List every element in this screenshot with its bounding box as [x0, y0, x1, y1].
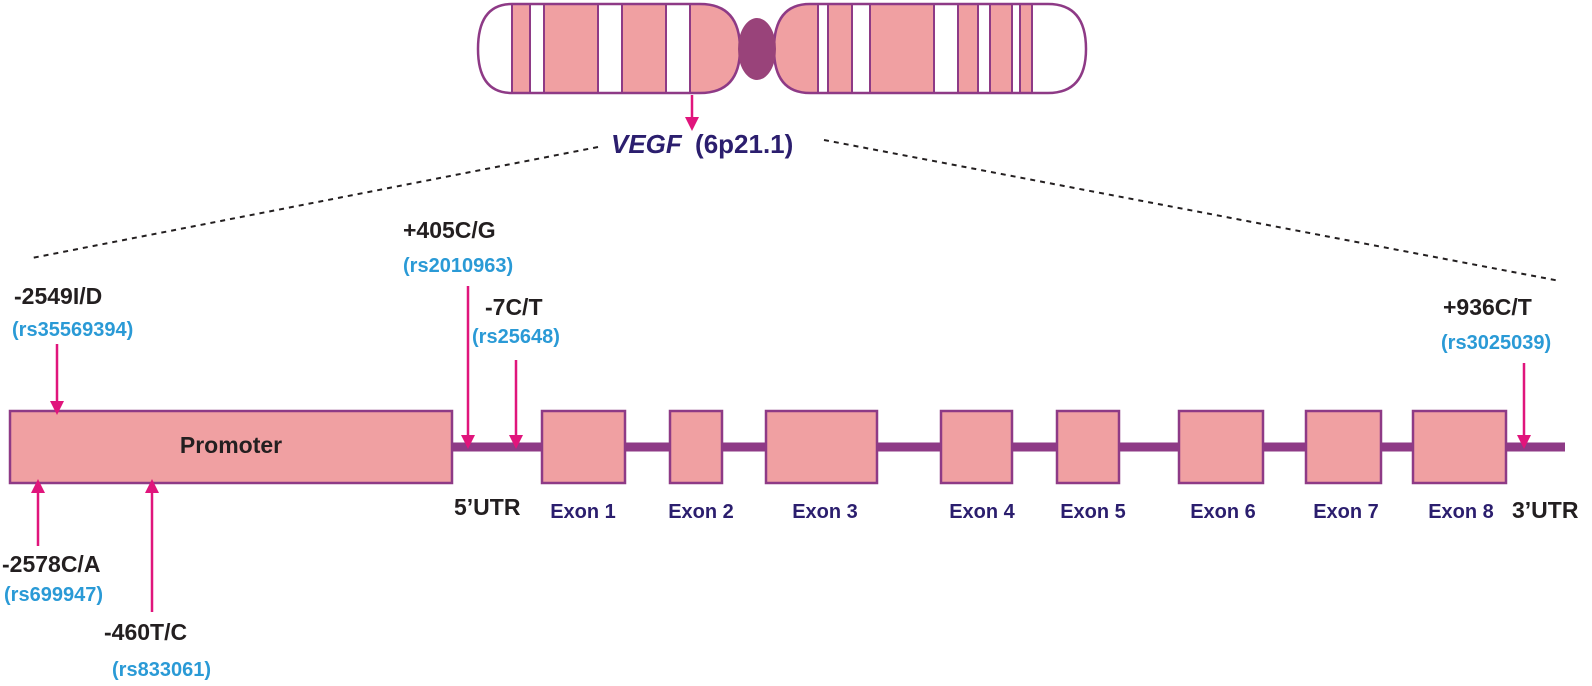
chromosome-p-arm [478, 4, 740, 93]
snp-405-name: +405C/G [403, 217, 496, 243]
snp-7-rs-id: rs25648 [479, 326, 554, 348]
exon-5-label: Exon 5 [1060, 501, 1126, 523]
exon-5-box [1055, 409, 1121, 485]
exon-boxes [540, 409, 1508, 485]
exon-2-box [668, 409, 724, 485]
snp-7-name: -7C/T [485, 294, 543, 320]
utr-3-label: 3’UTR [1512, 497, 1579, 523]
chromosome-ideogram [476, 2, 1088, 95]
utr-5-label: 5’UTR [454, 494, 521, 520]
gene-label: VEGF (6p21.1) [611, 129, 793, 159]
exon-8-label: Exon 8 [1428, 501, 1494, 523]
snp-460-name: -460T/C [104, 619, 187, 645]
snp-460-rs-id: rs833061 [119, 659, 205, 681]
zoom-line-left [31, 146, 599, 259]
snp-2578-rs-id: rs699947 [11, 584, 97, 606]
snp-936-rs-id: rs3025039 [1448, 332, 1545, 354]
snp-460-rs: (rs833061) [112, 659, 211, 681]
exon-8-box [1411, 409, 1508, 485]
exon-4-label: Exon 4 [949, 501, 1015, 523]
snp-2549-rs-id: rs35569394 [19, 319, 128, 341]
promoter-label: Promoter [180, 432, 282, 458]
exon-4-box [939, 409, 1014, 485]
snp-936-name: +936C/T [1443, 294, 1532, 320]
exon-6-label: Exon 6 [1190, 501, 1256, 523]
snp-2549-name: -2549I/D [14, 283, 102, 309]
chromosome-q-arm-outline [772, 2, 1088, 95]
exon-labels: Exon 1 Exon 2 Exon 3 Exon 4 Exon 5 Exon … [550, 501, 1494, 523]
snp-7-rs: (rs25648) [472, 326, 560, 348]
snp-labels: -2549I/D (rs35569394) -2578C/A (rs699947… [2, 217, 1551, 681]
exon-6-box [1177, 409, 1265, 485]
exon-7-label: Exon 7 [1313, 501, 1379, 523]
exon-3-label: Exon 3 [792, 501, 858, 523]
exon-3-box [764, 409, 879, 485]
promoter-box [8, 409, 454, 485]
exon-1-box [540, 409, 627, 485]
centromere [738, 18, 776, 80]
exon-2-label: Exon 2 [668, 501, 734, 523]
snp-936-rs: (rs3025039) [1441, 332, 1551, 354]
chromosome-p-arm-outline [476, 2, 742, 95]
snp-2578-rs: (rs699947) [4, 584, 103, 606]
exon-7-box [1304, 409, 1383, 485]
snp-405-rs: (rs2010963) [403, 255, 513, 277]
chromosome-q-arm [774, 4, 1086, 93]
zoom-line-right [823, 139, 1561, 282]
snp-405-rs-id: rs2010963 [410, 255, 507, 277]
exon-1-label: Exon 1 [550, 501, 616, 523]
snp-2549-rs: (rs35569394) [12, 319, 133, 341]
snp-arrows [31, 286, 1531, 612]
snp-2578-name: -2578C/A [2, 551, 100, 577]
gene-locus: (6p21.1) [695, 129, 793, 159]
gene-name: VEGF [611, 129, 683, 159]
